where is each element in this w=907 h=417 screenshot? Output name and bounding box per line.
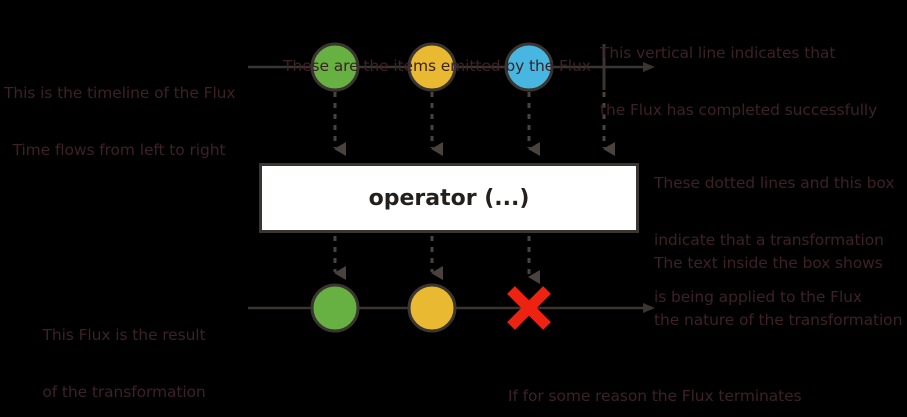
error-annotation-line1: If for some reason the Flux terminates bbox=[508, 387, 802, 405]
transformation-annotation-line3: is being applied to the Flux bbox=[654, 288, 862, 306]
operator-box-label: operator (...) bbox=[368, 185, 530, 211]
box-text-annotation-line1: The text inside the box shows bbox=[654, 254, 883, 272]
error-x-icon bbox=[507, 286, 551, 330]
item-blue[interactable] bbox=[504, 42, 554, 92]
result-flux-timeline bbox=[248, 283, 655, 333]
result-flux-annotation-line2: of the transformation bbox=[42, 383, 206, 401]
source-timeline-annotation: This is the timeline of the Flux Time fl… bbox=[4, 46, 236, 198]
result-flux-annotation-line1: This Flux is the result bbox=[42, 326, 206, 344]
box-text-annotation-line2: the nature of the transformation bbox=[654, 311, 903, 329]
completion-annotation-line1: This vertical line indicates that bbox=[600, 44, 836, 62]
completion-annotation: This vertical line indicates that the Fl… bbox=[600, 6, 900, 158]
dashed-connectors-into-box bbox=[333, 92, 615, 156]
source-flux-timeline bbox=[248, 42, 655, 92]
transformation-annotation: These dotted lines and this box indicate… bbox=[654, 136, 904, 345]
result-item-green[interactable] bbox=[310, 283, 360, 333]
item-green[interactable] bbox=[310, 42, 360, 92]
completion-annotation-line2: the Flux has completed successfully bbox=[600, 101, 878, 119]
transformation-annotation-line2: indicate that a transformation bbox=[654, 231, 884, 249]
operator-box[interactable]: operator (...) bbox=[259, 163, 639, 233]
emitted-items-annotation-line1: These are the items emitted by the Flux bbox=[283, 57, 591, 75]
source-timeline-annotation-line1: This is the timeline of the Flux bbox=[4, 84, 236, 102]
result-flux-annotation: This Flux is the result of the transform… bbox=[14, 288, 234, 417]
dashed-connectors-out-of-box bbox=[333, 236, 540, 284]
transformation-annotation-line1: These dotted lines and this box bbox=[654, 174, 895, 192]
item-yellow[interactable] bbox=[407, 42, 457, 92]
box-text-annotation: The text inside the box shows the nature… bbox=[654, 216, 906, 368]
emitted-items-annotation: These are the items emitted by the Flux bbox=[283, 19, 591, 114]
result-item-yellow[interactable] bbox=[407, 283, 457, 333]
error-annotation: If for some reason the Flux terminates a… bbox=[508, 349, 838, 417]
source-timeline-annotation-line2: Time flows from left to right bbox=[12, 141, 226, 159]
